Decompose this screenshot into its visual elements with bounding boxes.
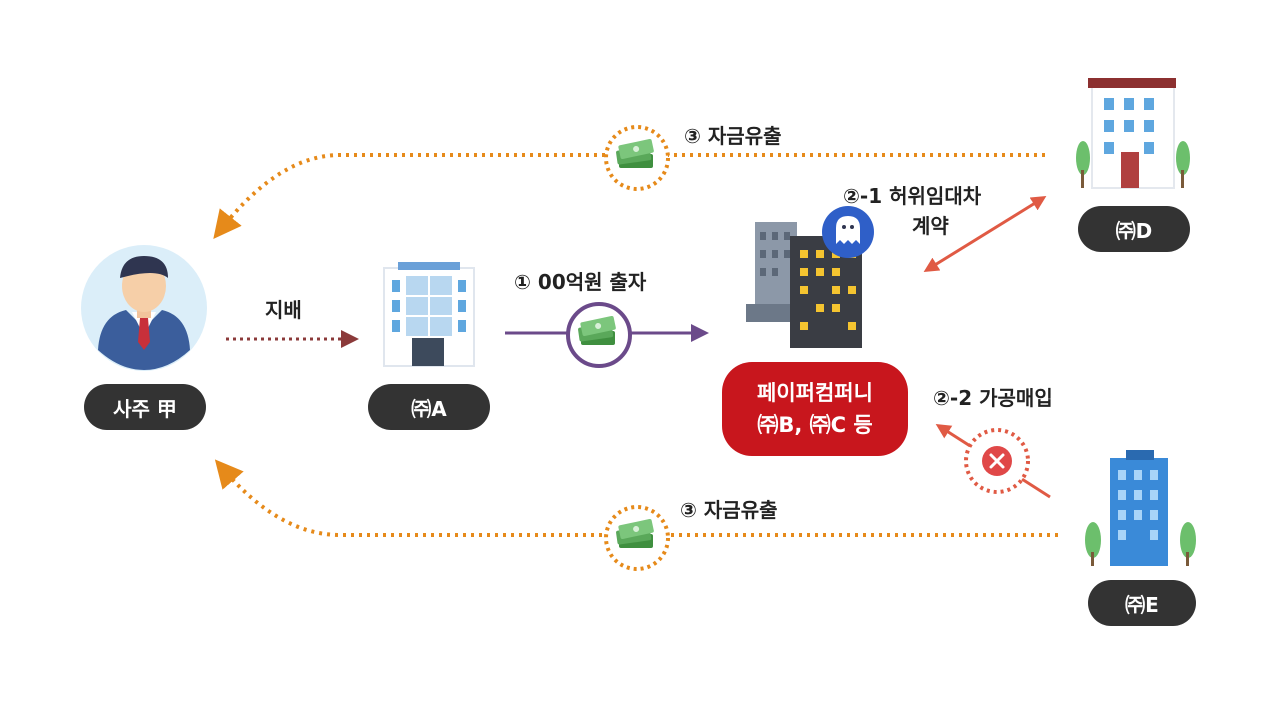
fake-lease-label-line2: 계약: [912, 214, 949, 238]
paper-company-label: 페이퍼컴퍼니 ㈜B, ㈜C 등: [722, 362, 908, 456]
company-d-label: ㈜D: [1078, 206, 1190, 252]
outflow-top-arrow: [213, 153, 1045, 239]
paper-company-line1: 페이퍼컴퍼니: [757, 381, 873, 405]
money-icon: [566, 302, 632, 368]
owner-avatar: [81, 245, 207, 371]
money-icon: [604, 125, 670, 191]
outflow-bottom-label: ③ 자금유출: [680, 498, 778, 522]
outflow-bottom-arrow: [214, 459, 1058, 537]
blocked-icon: [964, 428, 1030, 494]
company-a-label: ㈜A: [368, 384, 490, 430]
paper-company-line2: ㈜B, ㈜C 등: [757, 413, 873, 437]
building-e-icon: [1085, 450, 1196, 566]
control-label: 지배: [265, 298, 302, 322]
money-icon: [604, 505, 670, 571]
building-a-icon: [383, 262, 475, 367]
ghost-icon: [822, 206, 874, 258]
building-d-icon: [1076, 78, 1190, 189]
investment-label: ① 00억원 출자: [514, 270, 647, 294]
fake-lease-label-line1: ②-1 허위임대차: [843, 184, 982, 208]
fake-lease-arrow: [923, 196, 1047, 272]
owner-label: 사주 甲: [84, 384, 206, 430]
outflow-top-label: ③ 자금유출: [684, 124, 782, 148]
fake-purchase-label: ②-2 가공매입: [933, 386, 1053, 410]
company-e-label: ㈜E: [1088, 580, 1196, 626]
